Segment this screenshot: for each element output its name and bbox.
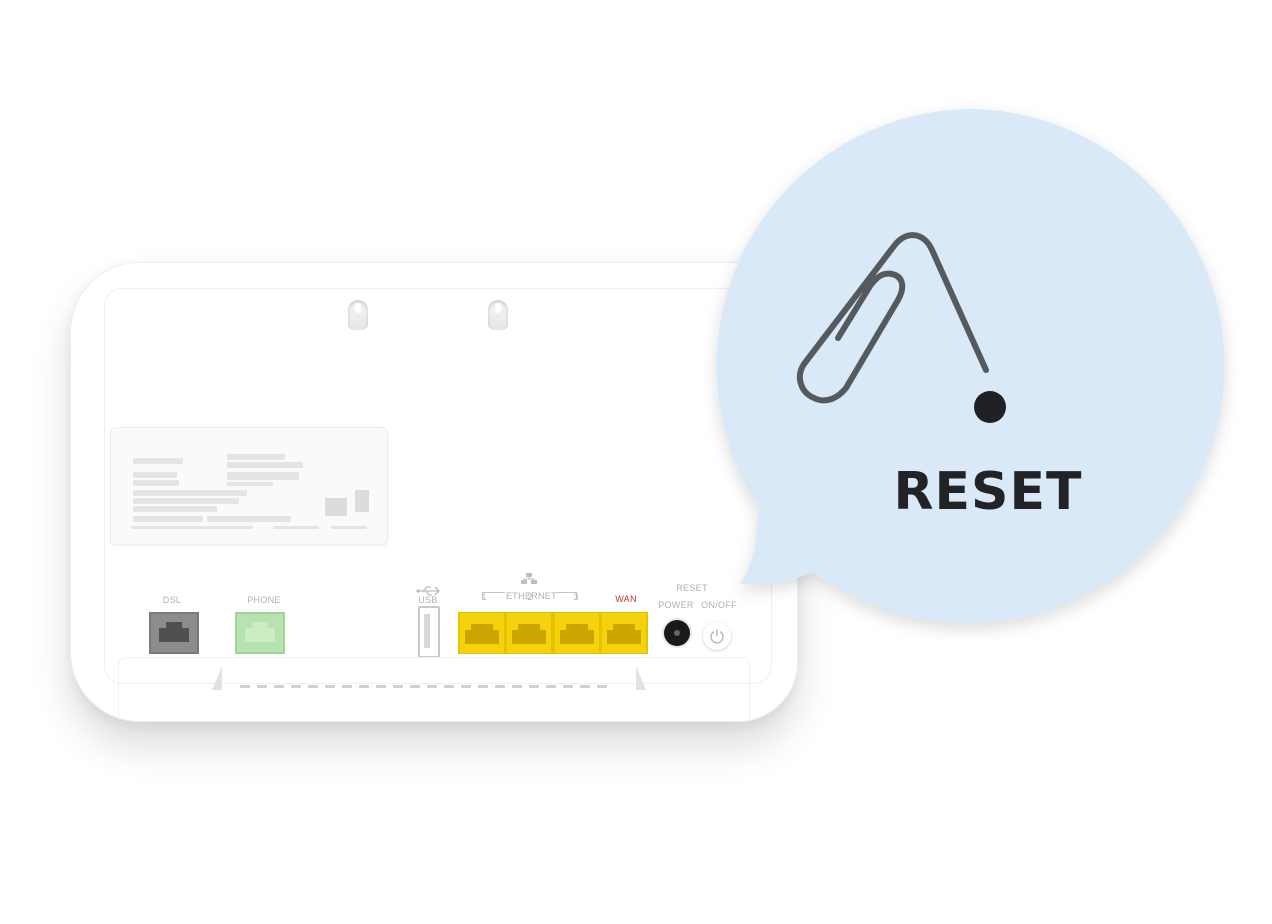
wall-mount-hole-right bbox=[488, 300, 508, 330]
paperclip-icon bbox=[796, 232, 989, 404]
dsl-label: DSL bbox=[162, 595, 182, 605]
reset-label: RESET bbox=[676, 583, 708, 593]
ethernet-port-1[interactable] bbox=[459, 612, 505, 654]
ethernet-1-label: 1 bbox=[481, 592, 487, 602]
usb-label: USB bbox=[418, 595, 438, 605]
router-back-panel: DSL PHONE USB bbox=[70, 262, 798, 722]
onoff-label: ON/OFF bbox=[701, 600, 737, 610]
wall-mount-hole-left bbox=[348, 300, 368, 330]
ethernet-bracket-right bbox=[556, 592, 577, 599]
ethernet-label: ETHERNET bbox=[506, 591, 557, 601]
ethernet-3-label: 3 bbox=[573, 592, 579, 602]
power-icon bbox=[710, 629, 724, 644]
bottom-lip bbox=[118, 657, 750, 720]
network-icon bbox=[521, 573, 537, 584]
device-info-sticker bbox=[110, 427, 388, 545]
reset-callout-title: RESET bbox=[893, 462, 1083, 522]
dsl-port[interactable] bbox=[149, 612, 199, 654]
ethernet-bracket-left bbox=[482, 592, 505, 599]
power-label: POWER bbox=[658, 600, 694, 610]
reset-callout-bubble bbox=[700, 100, 1240, 640]
wan-port[interactable] bbox=[601, 612, 647, 654]
ethernet-port-group bbox=[458, 612, 648, 654]
power-jack[interactable] bbox=[664, 620, 690, 646]
phone-port[interactable] bbox=[235, 612, 285, 654]
onoff-button[interactable] bbox=[703, 622, 731, 650]
foot-left bbox=[212, 666, 222, 690]
reset-hole-dot bbox=[974, 391, 1006, 423]
usb-icon bbox=[416, 586, 440, 596]
usb-port[interactable] bbox=[418, 606, 440, 658]
phone-label: PHONE bbox=[247, 595, 281, 605]
ethernet-port-3[interactable] bbox=[554, 612, 600, 654]
foot-right bbox=[636, 666, 646, 690]
ethernet-port-2[interactable] bbox=[506, 612, 552, 654]
ethernet-2-label: 2 bbox=[527, 592, 533, 602]
wan-label: WAN bbox=[615, 594, 637, 604]
